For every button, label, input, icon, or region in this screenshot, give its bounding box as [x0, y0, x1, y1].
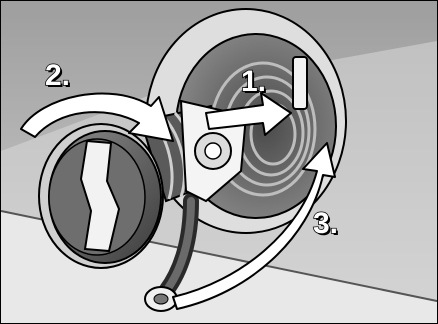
filter-cap	[39, 124, 163, 268]
step-3-label: 3.	[313, 209, 338, 239]
step-1-label: 1.	[241, 67, 266, 97]
step-2-label: 2.	[45, 61, 70, 91]
housing-latch	[293, 57, 307, 109]
